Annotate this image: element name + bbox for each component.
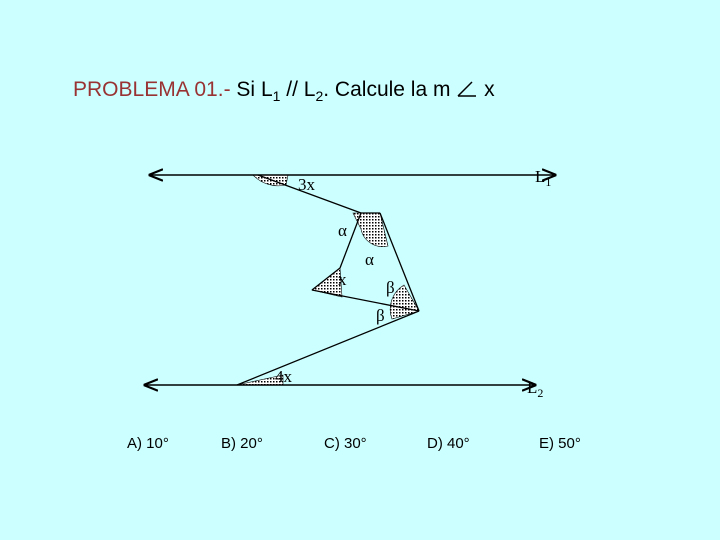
segment-p5-to-p4: [311, 289, 420, 312]
option-b[interactable]: B) 20°: [221, 435, 263, 452]
option-e[interactable]: E) 50°: [539, 435, 581, 452]
title-parallel: //: [286, 78, 298, 101]
title-l1: L1: [260, 78, 281, 105]
problem-number: PROBLEMA 01.-: [73, 78, 231, 101]
title-variable: x: [484, 78, 495, 101]
label-l2: L2: [527, 378, 543, 400]
option-d[interactable]: D) 40°: [427, 435, 470, 452]
label-4x: 4x: [275, 367, 293, 386]
label-x: x: [338, 270, 347, 289]
problem-title: PROBLEMA 01.- Si L1 // L2. Calcule la m …: [73, 78, 495, 104]
label-3x: 3x: [298, 175, 316, 194]
angle-symbol-icon: [457, 81, 477, 97]
label-alpha-right: α: [365, 250, 374, 269]
title-si: Si: [236, 78, 256, 101]
segment-p3-to-p5: [311, 267, 341, 291]
label-beta-lower: β: [376, 306, 385, 325]
title-calc: . Calcule la m: [323, 78, 451, 101]
segment-p4-to-l2: [236, 310, 420, 386]
segment-l1-to-p1: [257, 174, 362, 214]
segment-p3-to-p4: [379, 212, 420, 312]
label-beta-upper: β: [386, 278, 395, 297]
label-l1: L1: [535, 167, 551, 189]
option-c[interactable]: C) 30°: [324, 435, 367, 452]
segment-p2-to-p3: [339, 212, 362, 269]
option-a[interactable]: A) 10°: [127, 435, 169, 452]
angle-beta-lower-sector: [389, 284, 420, 320]
label-alpha-top: α: [338, 221, 347, 240]
angle-alpha-top-sector: [352, 212, 389, 247]
title-l2: L2: [303, 78, 324, 105]
